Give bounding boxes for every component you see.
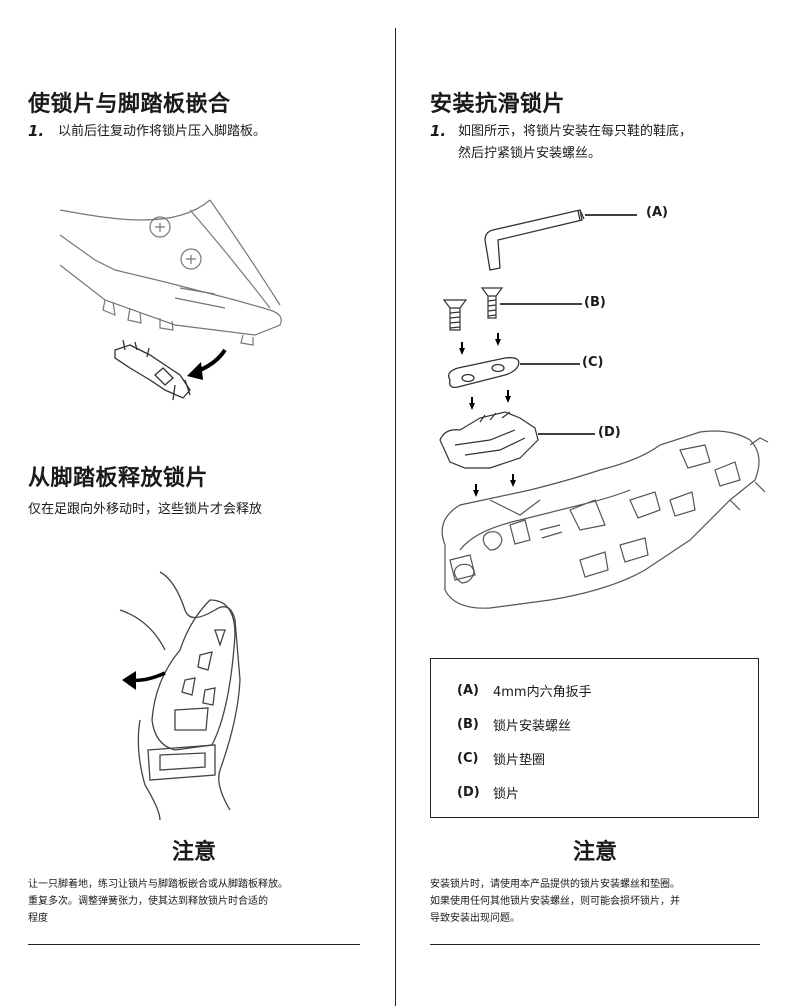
- legend-label: 锁片垫圈: [493, 753, 546, 768]
- legend-row: (B) 锁片安装螺丝: [457, 715, 571, 734]
- legend-label: 锁片: [493, 787, 520, 802]
- right-note-title: 注意: [572, 840, 617, 865]
- cleat-assembly-illustration: [439, 209, 769, 609]
- legend-letter: (C): [457, 751, 479, 766]
- step-text: 以前后往复动作将锁片压入脚踏板。: [58, 124, 267, 139]
- section-title-install: 安装抗滑锁片: [430, 92, 566, 117]
- left-note-text: 让一只脚着地，练习让锁片与脚踏板嵌合或从脚踏板释放。 重复多次。调整弹簧张力，使…: [28, 876, 358, 927]
- shoe-engage-illustration: [59, 199, 282, 401]
- legend-row: (C) 锁片垫圈: [457, 749, 545, 768]
- washer-icon: [447, 357, 520, 388]
- note-line: 安装锁片时，请使用本产品提供的锁片安装螺丝和垫圈。: [430, 879, 680, 890]
- shoe-sole-icon: [441, 430, 769, 609]
- callout-b: (B): [584, 295, 606, 310]
- note-line: 让一只脚着地，练习让锁片与脚踏板嵌合或从脚踏板释放。: [28, 879, 288, 890]
- note-line: 程度: [28, 913, 48, 924]
- legend-letter: (D): [457, 785, 480, 800]
- right-bottom-rule: [430, 944, 760, 945]
- legend-label: 4mm内六角扳手: [493, 685, 592, 700]
- column-divider: [395, 28, 396, 1006]
- legend-row: (A) 4mm内六角扳手: [457, 681, 592, 700]
- legend-letter: (B): [457, 717, 479, 732]
- legend-row: (D) 锁片: [457, 783, 519, 802]
- section-title-engage: 使锁片与脚踏板嵌合: [28, 92, 231, 117]
- left-bottom-rule: [28, 944, 360, 945]
- parts-legend: (A) 4mm内六角扳手 (B) 锁片安装螺丝 (C) 锁片垫圈 (D) 锁片: [430, 658, 759, 818]
- install-step-text: 如图所示，将锁片安装在每只鞋的鞋底， 然后拧紧锁片安装螺丝。: [458, 121, 692, 165]
- callout-d: (D): [598, 425, 621, 440]
- step-line: 然后拧紧锁片安装螺丝。: [458, 146, 602, 161]
- step-line: 如图所示，将锁片安装在每只鞋的鞋底，: [458, 124, 693, 139]
- left-note-title: 注意: [171, 840, 216, 865]
- note-line: 重复多次。调整弹簧张力，使其达到释放锁片时合适的: [28, 896, 268, 907]
- callout-a: (A): [646, 205, 668, 220]
- step-number: 1.: [28, 122, 45, 140]
- release-text: 仅在足跟向外移动时，这些锁片才会释放: [28, 502, 263, 517]
- right-note-text: 安装锁片时，请使用本产品提供的锁片安装螺丝和垫圈。 如果使用任何其他锁片安装螺丝…: [430, 876, 760, 927]
- cleat-icon: [439, 411, 539, 469]
- shoe-release-illustration: [119, 571, 241, 821]
- callout-c: (C): [582, 355, 604, 370]
- step-number: 1.: [430, 122, 447, 140]
- screw-icon: [442, 287, 504, 331]
- note-line: 如果使用任何其他锁片安装螺丝，则可能会损坏锁片，并: [430, 896, 680, 907]
- note-line: 导致安装出现问题。: [430, 913, 520, 924]
- legend-letter: (A): [457, 683, 479, 698]
- section-title-release: 从脚踏板释放锁片: [28, 466, 209, 491]
- legend-label: 锁片安装螺丝: [493, 719, 572, 734]
- hex-wrench-icon: [484, 209, 585, 271]
